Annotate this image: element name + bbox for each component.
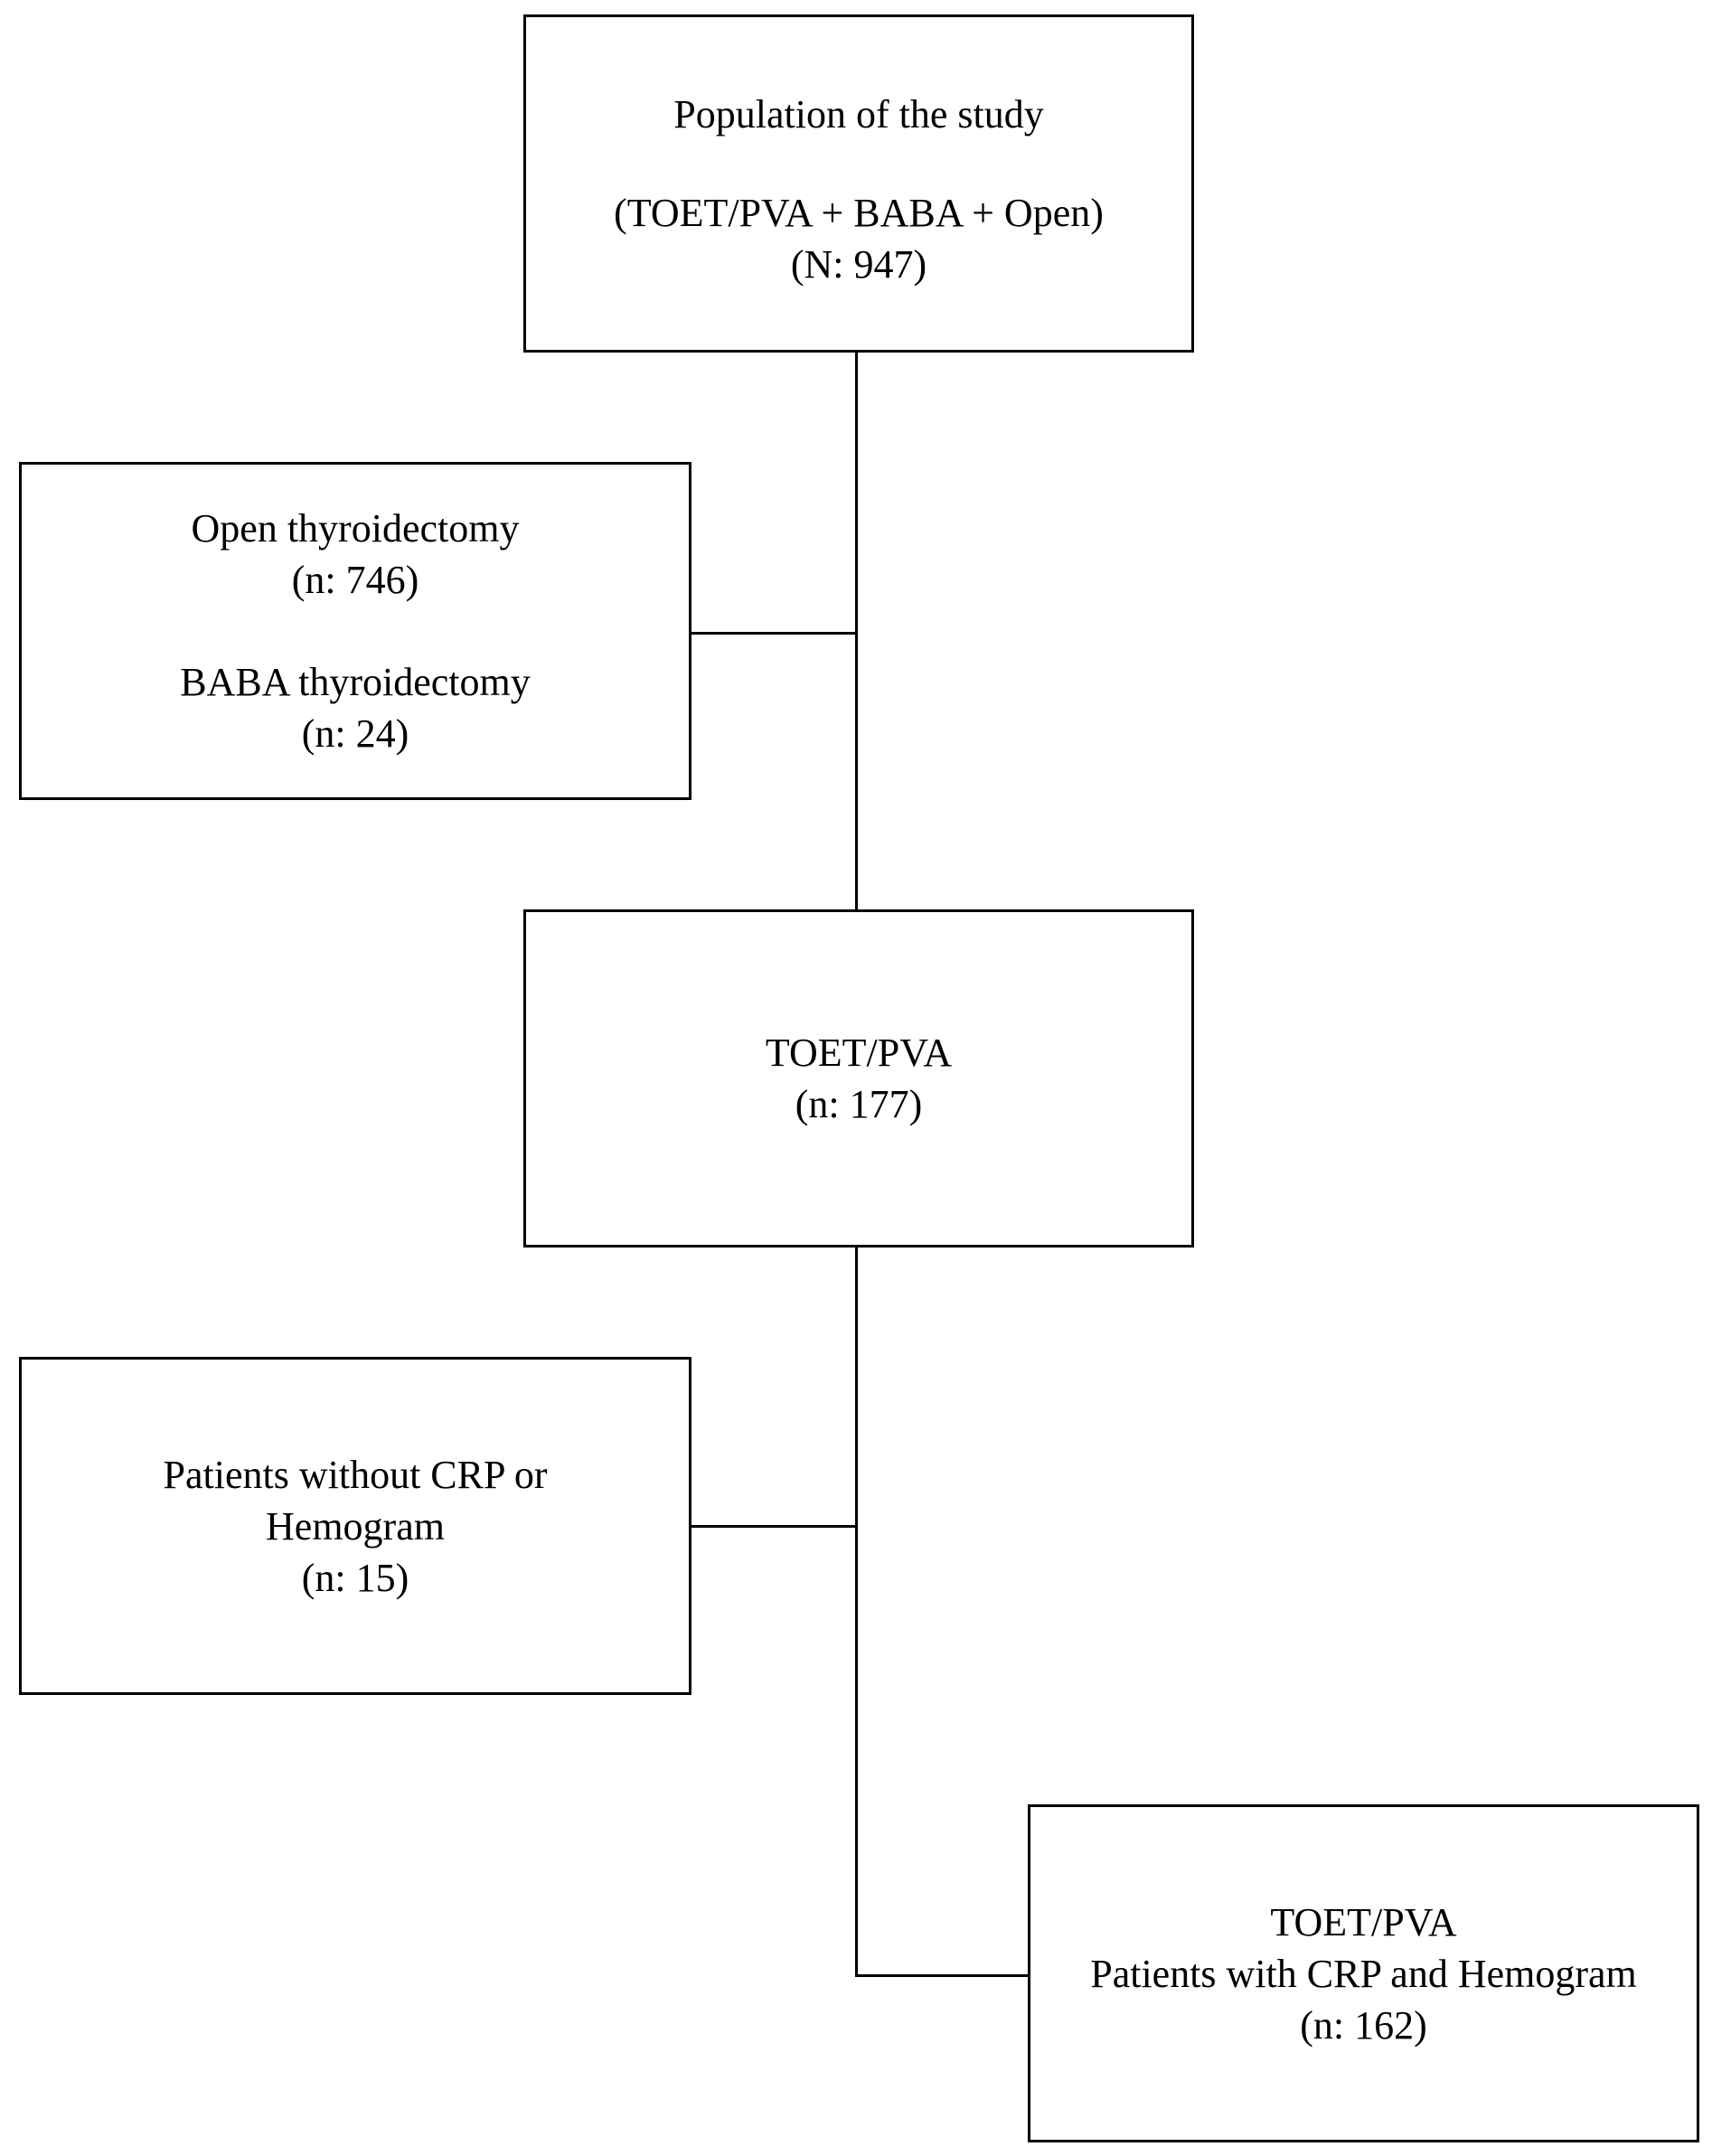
toet-pva-count: (n: 177) (795, 1082, 923, 1126)
connector-exclusion-2 (691, 1525, 858, 1528)
excluded-missing-line1: Patients without CRP or (163, 1452, 548, 1497)
connector-main-bottom (855, 1247, 858, 1977)
toet-pva-label: TOET/PVA (765, 1031, 953, 1075)
connector-main-top (855, 353, 858, 909)
excluded-missing-count: (n: 15) (301, 1555, 409, 1600)
connector-final (855, 1974, 1028, 1977)
excluded-missing-data-box: Patients without CRP or Hemogram (n: 15) (19, 1357, 691, 1695)
population-box: Population of the study (TOET/PVA + BABA… (523, 14, 1194, 353)
open-thyroidectomy-count: (n: 746) (291, 558, 419, 602)
final-label: TOET/PVA (1270, 1899, 1457, 1944)
connector-exclusion-1 (691, 632, 858, 635)
final-count: (n: 162) (1300, 2002, 1427, 2048)
final-cohort-box: TOET/PVA Patients with CRP and Hemogram … (1028, 1804, 1699, 2142)
excluded-missing-line2: Hemogram (266, 1503, 445, 1549)
population-groups: (TOET/PVA + BABA + Open) (614, 190, 1104, 235)
baba-thyroidectomy-label: BABA thyroidectomy (180, 660, 531, 704)
population-count: (N: 947) (790, 241, 927, 287)
final-description: Patients with CRP and Hemogram (1090, 1951, 1637, 1996)
toet-pva-box: TOET/PVA (n: 177) (523, 909, 1194, 1247)
open-thyroidectomy-label: Open thyroidectomy (191, 506, 520, 551)
population-title: Population of the study (673, 91, 1044, 137)
baba-thyroidectomy-count: (n: 24) (301, 711, 409, 756)
excluded-surgery-box: Open thyroidectomy (n: 746) BABA thyroid… (19, 462, 691, 800)
